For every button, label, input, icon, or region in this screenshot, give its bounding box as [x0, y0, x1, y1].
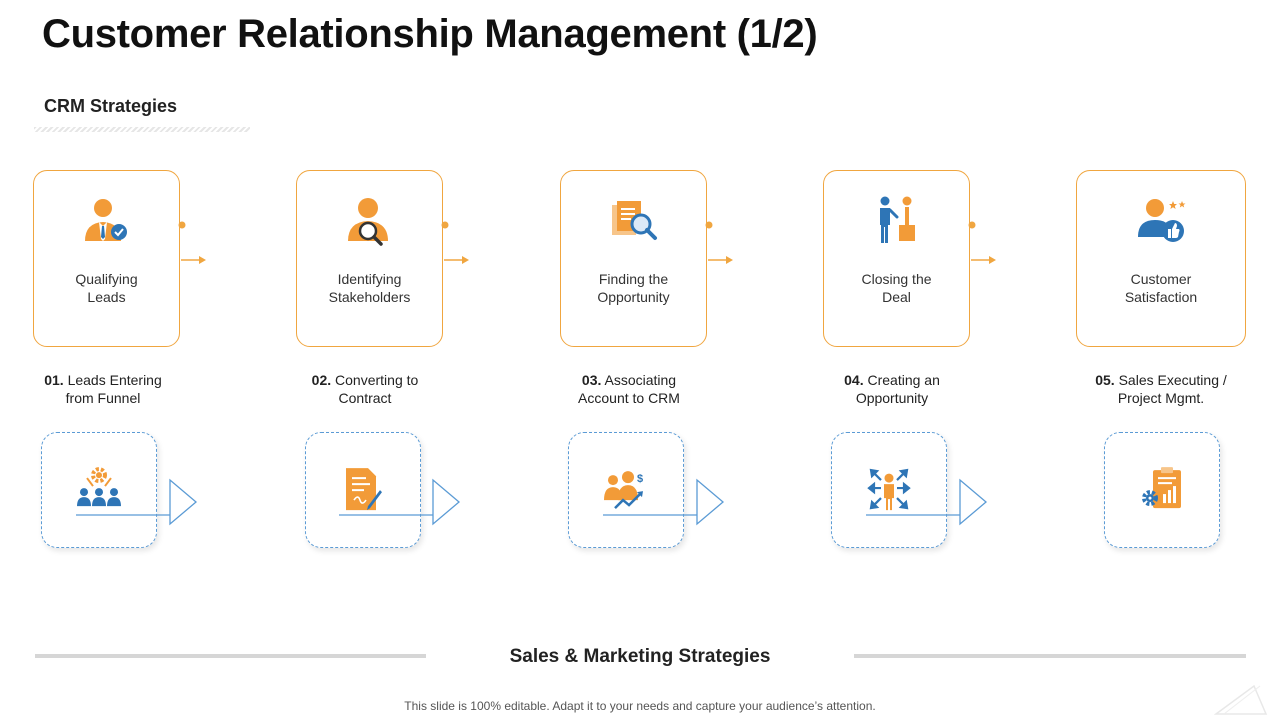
- card-label: Customer Satisfaction: [1124, 271, 1198, 305]
- clipboard-chart-gear-icon: [1142, 467, 1181, 509]
- corner-decoration: [1214, 684, 1268, 715]
- svg-text:$: $: [637, 473, 643, 485]
- card-identifying-stakeholders: Identifying Stakeholders: [296, 170, 443, 347]
- step-text: Leads Entering from Funnel: [65, 372, 162, 406]
- step-text: Creating an Opportunity: [855, 372, 940, 406]
- step-text: Converting to Contract: [335, 372, 419, 406]
- step-number: 02.: [311, 372, 332, 388]
- step-label-03: 03. Associating Account to CRM: [539, 371, 719, 407]
- card-closing-deal: Closing the Deal: [823, 170, 970, 347]
- slide-title: Customer Relationship Management (1/2): [42, 12, 818, 56]
- card-connector: [705, 221, 733, 264]
- people-growth-icon: $: [604, 471, 643, 509]
- step-label-05: 05. Sales Executing / Project Mgmt.: [1071, 371, 1251, 407]
- team-gear-icon: [77, 467, 121, 507]
- card-label: Finding the Opportunity: [597, 271, 670, 305]
- bottom-divider-right: [854, 654, 1246, 658]
- process-arrow: [76, 478, 198, 526]
- process-arrow: [339, 478, 461, 526]
- user-thumbs-up-icon: [1138, 199, 1186, 242]
- card-connector: [441, 221, 469, 264]
- contract-signing-icon: [346, 468, 382, 511]
- person-podium-icon: [879, 196, 915, 243]
- step-text: Sales Executing / Project Mgmt.: [1117, 372, 1227, 406]
- section-subtitle: CRM Strategies: [44, 96, 178, 116]
- card-connector: [178, 221, 206, 264]
- step-box-05: [1104, 432, 1220, 548]
- step-number: 05.: [1095, 372, 1115, 388]
- step-box-03: $: [568, 432, 684, 548]
- card-label: Closing the Deal: [861, 271, 932, 305]
- card-label: Identifying Stakeholders: [328, 271, 411, 305]
- step-label-04: 04. Creating an Opportunity: [802, 371, 982, 407]
- card-customer-satisfaction: Customer Satisfaction: [1076, 170, 1246, 347]
- documents-search-icon: [611, 201, 657, 240]
- step-box-04: [831, 432, 947, 548]
- step-number: 04.: [844, 372, 864, 388]
- bottom-section-title: Sales & Marketing Strategies: [509, 646, 771, 667]
- user-search-icon: [347, 198, 388, 246]
- process-arrow: [866, 478, 988, 526]
- step-box-02: [305, 432, 421, 548]
- step-box-01: [41, 432, 157, 548]
- subtitle-underline: [34, 127, 250, 132]
- step-number: 01.: [44, 372, 64, 388]
- bottom-divider-left: [35, 654, 426, 658]
- card-qualifying-leads: Qualifying Leads: [33, 170, 180, 347]
- card-connector: [968, 221, 996, 264]
- businessman-check-icon: [84, 199, 127, 241]
- person-arrows-icon: [867, 468, 911, 511]
- step-label-01: 01. Leads Entering from Funnel: [13, 371, 193, 407]
- card-label: Qualifying Leads: [75, 271, 138, 305]
- footer-note: This slide is 100% editable. Adapt it to…: [404, 699, 876, 713]
- step-label-02: 02. Converting to Contract: [275, 371, 455, 407]
- card-finding-opportunity: Finding the Opportunity: [560, 170, 707, 347]
- step-text: Associating Account to CRM: [578, 372, 680, 406]
- process-arrow: [603, 478, 725, 526]
- step-number: 03.: [581, 372, 602, 388]
